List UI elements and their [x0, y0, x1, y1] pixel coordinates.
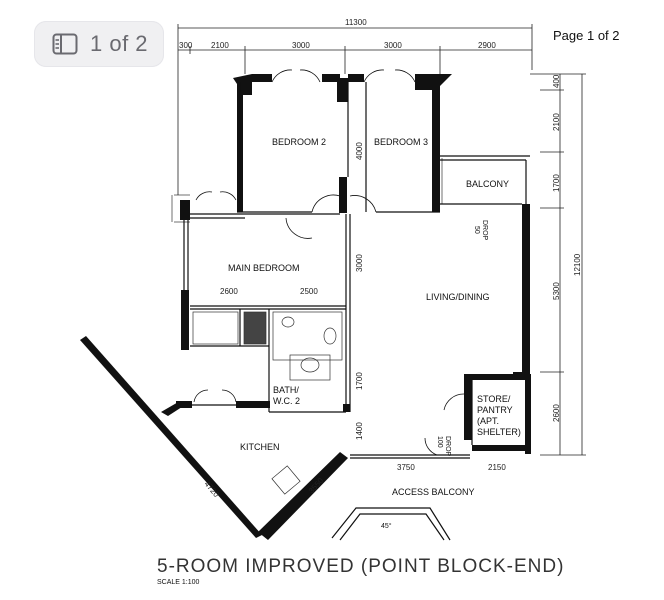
room-store-line3: (APT.	[477, 416, 499, 426]
right-dimension-lines	[530, 73, 586, 456]
dim-t2900: 2900	[478, 41, 496, 50]
dim-h2600: 2600	[220, 287, 238, 296]
document-pages-icon	[52, 33, 78, 55]
bath-fixtures	[192, 311, 343, 495]
dim-v4000: 4000	[355, 142, 364, 160]
dim-r400: 400	[552, 74, 561, 88]
room-bath-line1: BATH/	[273, 385, 299, 395]
room-access-balcony: ACCESS BALCONY	[392, 487, 475, 497]
dim-r5300: 5300	[552, 282, 561, 300]
dim-v3000: 3000	[355, 254, 364, 272]
room-main-bedroom: MAIN BEDROOM	[228, 263, 300, 273]
plan-scale: SCALE 1:100	[157, 579, 200, 586]
drop-label-50: 50	[473, 226, 480, 234]
dim-b2150: 2150	[488, 463, 506, 472]
dim-r2100: 2100	[552, 113, 561, 131]
room-living-dining: LIVING/DINING	[426, 292, 490, 302]
walls	[80, 74, 531, 540]
dim-r2600: 2600	[552, 404, 561, 422]
page-indicator-text: 1 of 2	[90, 31, 149, 56]
angle-label: 45°	[381, 522, 392, 530]
room-store-line1: STORE/	[477, 394, 511, 404]
page-indicator-badge[interactable]: 1 of 2	[34, 21, 164, 67]
dim-t3000b: 3000	[384, 41, 402, 50]
windows	[171, 82, 443, 223]
top-dimension-lines	[177, 24, 533, 195]
dim-t3000a: 3000	[292, 41, 310, 50]
room-bedroom3: BEDROOM 3	[374, 137, 428, 147]
room-kitchen: KITCHEN	[240, 442, 280, 452]
room-store-line4: SHELTER)	[477, 427, 521, 437]
door-swings	[193, 69, 465, 456]
dim-r1700: 1700	[552, 174, 561, 192]
room-store-line2: PANTRY	[477, 405, 513, 415]
plan-title: 5-ROOM IMPROVED (POINT BLOCK-END)	[157, 556, 564, 577]
dim-b3750: 3750	[397, 463, 415, 472]
dim-v1400: 1400	[355, 422, 364, 440]
drop-label-drop2: DROP	[444, 436, 451, 457]
dim-t2100: 2100	[211, 41, 229, 50]
room-balcony: BALCONY	[466, 179, 509, 189]
dim-r12100: 12100	[573, 253, 582, 276]
dim-v1700: 1700	[355, 372, 364, 390]
room-bath-line2: W.C. 2	[273, 396, 300, 406]
dim-h2500: 2500	[300, 287, 318, 296]
dim-total: 11300	[345, 18, 367, 27]
page-label: Page 1 of 2	[553, 28, 620, 43]
drop-label-100: 100	[436, 436, 443, 448]
dim-d4720: 4720	[202, 480, 221, 500]
drop-label-drop1: DROP	[481, 220, 488, 241]
partitions	[183, 82, 530, 541]
room-bedroom2: BEDROOM 2	[272, 137, 326, 147]
dim-t300: 300	[179, 41, 193, 50]
